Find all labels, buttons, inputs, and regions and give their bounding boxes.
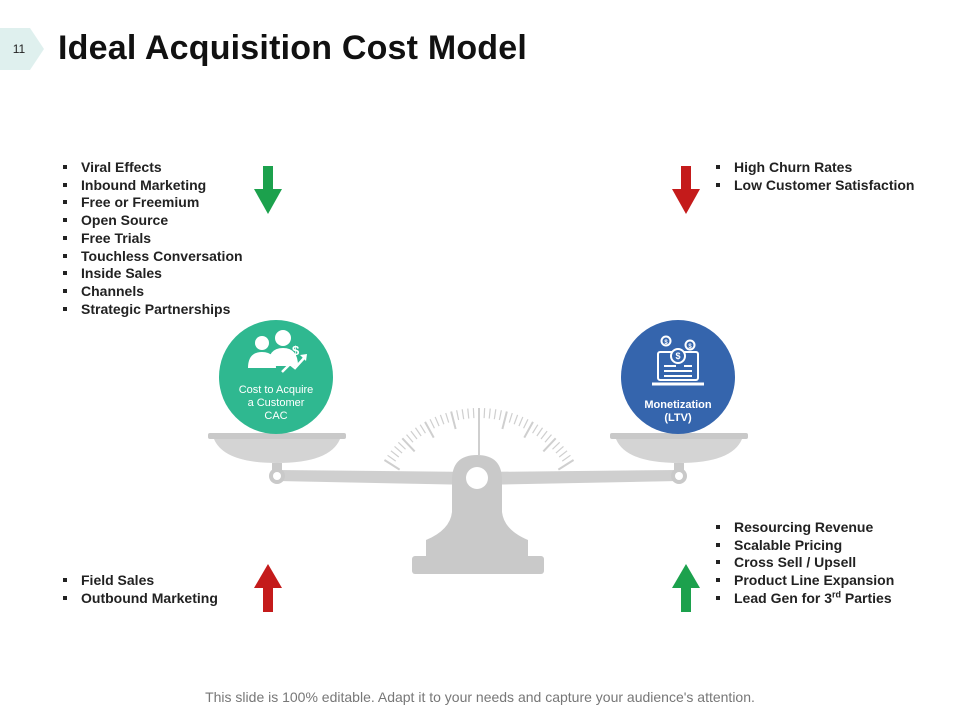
gauge-tick	[394, 446, 403, 454]
gauge-tick	[472, 408, 475, 419]
list-item: Resourcing Revenue	[714, 519, 894, 537]
footer-note: This slide is 100% editable. Adapt it to…	[205, 689, 755, 705]
list-item: Inbound Marketing	[61, 177, 243, 195]
laptop-coins-icon	[652, 335, 704, 386]
gauge-tick	[513, 414, 519, 425]
gauge-tick	[450, 411, 457, 430]
bottom-right-list: Resourcing Revenue Scalable Pricing Cros…	[714, 519, 894, 608]
gauge-tick	[523, 419, 529, 429]
gauge-tick	[498, 410, 502, 421]
top-left-list: Viral Effects Inbound Marketing Free or …	[61, 159, 243, 318]
list-item: Lead Gen for 3rd Parties	[714, 590, 894, 608]
arrow-down-green-icon	[254, 166, 282, 214]
gauge-tick	[434, 416, 440, 427]
gauge-tick	[552, 441, 561, 450]
list-item: Free Trials	[61, 230, 243, 248]
cac-label: Cost to Acquire a Customer CAC	[238, 384, 314, 422]
gauge-tick	[536, 427, 544, 437]
list-item: Field Sales	[61, 572, 218, 590]
list-item: Channels	[61, 283, 243, 301]
arrow-up-red-icon	[254, 564, 282, 612]
gauge-tick	[456, 410, 460, 421]
gauge-tick	[540, 430, 548, 440]
arrow-down-red-icon	[672, 166, 700, 214]
gauge-tick	[523, 421, 534, 439]
gauge-tick	[544, 434, 552, 443]
gauge-tick	[542, 437, 557, 453]
gauge-tick	[461, 409, 465, 420]
gauge-tick	[493, 409, 497, 420]
gauge-tick	[518, 416, 524, 427]
list-item: High Churn Rates	[714, 159, 914, 177]
list-item: Low Customer Satisfaction	[714, 177, 914, 195]
list-item: Touchless Conversation	[61, 248, 243, 266]
svg-text:$: $	[675, 351, 680, 361]
gauge-tick	[424, 421, 435, 439]
page-number: 11	[12, 42, 26, 56]
list-item: Free or Freemium	[61, 194, 243, 212]
gauge-tick	[483, 408, 486, 419]
svg-text:$: $	[292, 343, 300, 358]
people-dollar-growth-icon: $	[248, 330, 307, 373]
list-item: Product Line Expansion	[714, 572, 894, 590]
right-scale-pan	[610, 433, 748, 471]
svg-text:$: $	[688, 344, 692, 350]
gauge-tick	[532, 424, 539, 434]
gauge-tick	[429, 419, 435, 429]
gauge-tick	[467, 408, 470, 419]
gauge-tick	[488, 408, 491, 419]
gauge-tick	[414, 427, 422, 437]
left-scale-pan	[208, 433, 346, 471]
list-item: Inside Sales	[61, 265, 243, 283]
gauge-tick	[401, 437, 416, 453]
list-item: Outbound Marketing	[61, 590, 218, 608]
gauge-tick	[555, 446, 564, 454]
gauge-tick	[410, 430, 418, 440]
slide-title: Ideal Acquisition Cost Model	[58, 29, 528, 67]
gauge-tick	[383, 459, 401, 471]
gauge-tick	[397, 441, 406, 450]
gauge-tick	[439, 414, 445, 425]
list-item: Open Source	[61, 212, 243, 230]
gauge-dial	[383, 408, 575, 471]
list-item: Scalable Pricing	[714, 537, 894, 555]
gauge-tick	[501, 411, 508, 430]
scale-stand	[412, 455, 544, 574]
gauge-tick	[387, 454, 397, 462]
list-item: Viral Effects	[61, 159, 243, 177]
gauge-tick	[557, 459, 575, 471]
gauge-tick	[390, 450, 400, 458]
cac-circle	[219, 320, 333, 434]
gauge-tick	[445, 412, 450, 423]
gauge-tick	[406, 434, 414, 443]
list-item: Strategic Partnerships	[61, 301, 243, 319]
gauge-tick	[558, 450, 568, 458]
gauge-tick	[508, 412, 513, 423]
top-right-list: High Churn Rates Low Customer Satisfacti…	[714, 159, 914, 194]
ltv-label: Monetization (LTV)	[644, 399, 712, 424]
bottom-left-list: Field Sales Outbound Marketing	[61, 572, 218, 607]
list-item: Cross Sell / Upsell	[714, 554, 894, 572]
svg-text:$: $	[664, 340, 668, 346]
gauge-tick	[419, 424, 426, 434]
page-number-tab	[0, 28, 44, 70]
gauge-tick	[561, 454, 571, 462]
arrow-up-green-icon	[672, 564, 700, 612]
